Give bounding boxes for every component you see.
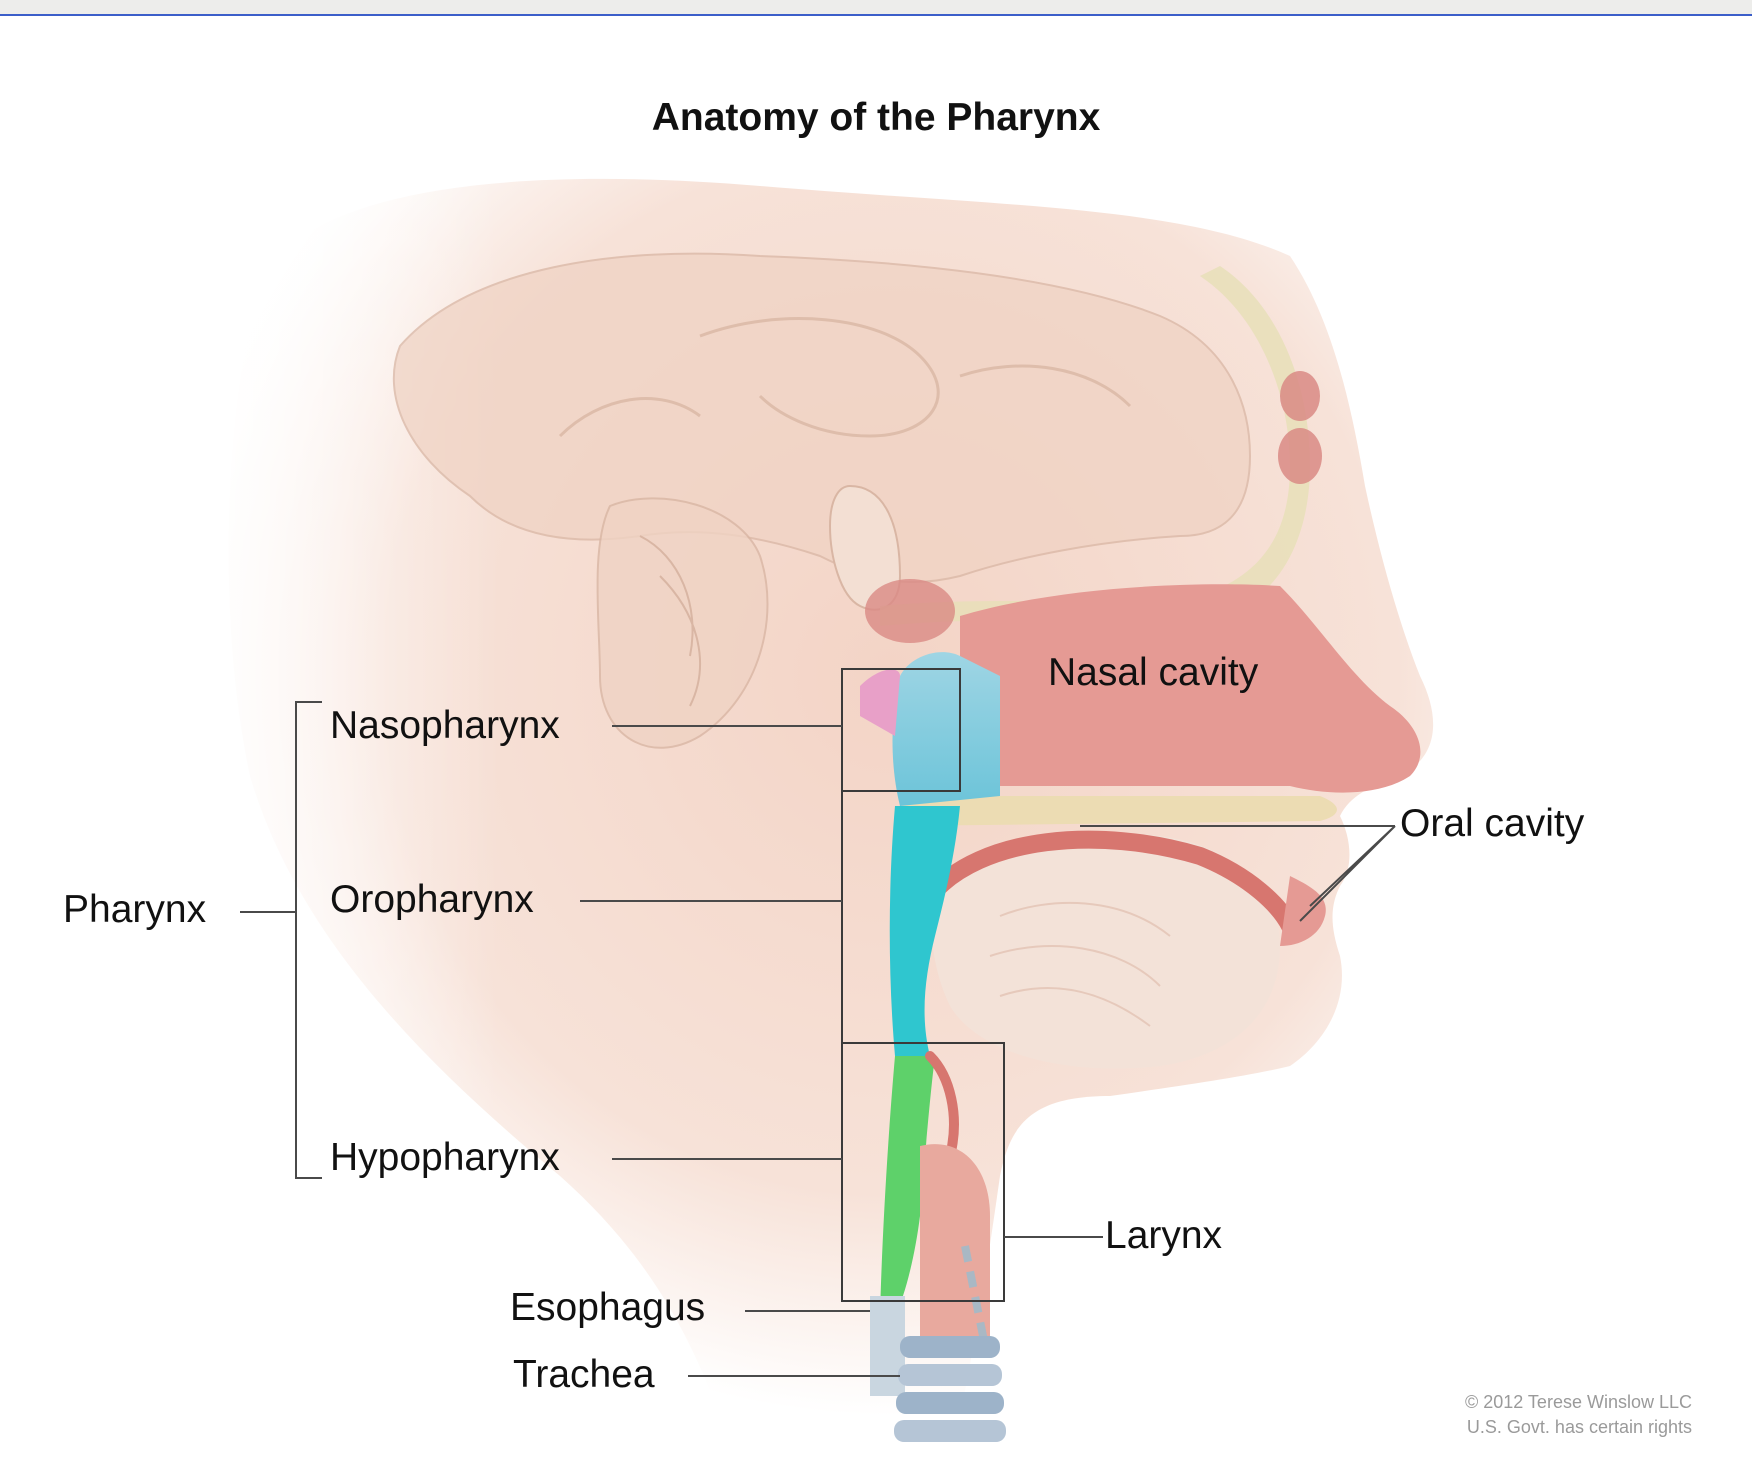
top-bar (0, 0, 1752, 16)
sphenoid-sinus (865, 579, 955, 643)
head-illustration (0, 16, 1752, 1461)
frontal-sinus-lower (1278, 428, 1322, 484)
hard-palate (900, 796, 1337, 826)
label-oropharynx: Oropharynx (330, 878, 534, 922)
diagram-title: Anatomy of the Pharynx (0, 96, 1752, 140)
label-nasal-cavity: Nasal cavity (1048, 651, 1258, 695)
label-oral-cavity: Oral cavity (1400, 802, 1584, 846)
frontal-sinus-upper (1280, 371, 1320, 421)
credit-line-1: © 2012 Terese Winslow LLC (1465, 1390, 1692, 1415)
label-pharynx: Pharynx (63, 888, 206, 932)
label-esophagus: Esophagus (510, 1286, 705, 1330)
label-nasopharynx: Nasopharynx (330, 704, 560, 748)
label-trachea: Trachea (513, 1353, 655, 1397)
label-larynx: Larynx (1105, 1214, 1222, 1258)
label-hypopharynx: Hypopharynx (330, 1136, 560, 1180)
copyright-credit: © 2012 Terese Winslow LLC U.S. Govt. has… (1465, 1390, 1692, 1440)
nasopharynx-highlight (893, 652, 1001, 806)
credit-line-2: U.S. Govt. has certain rights (1465, 1415, 1692, 1440)
diagram-stage: Anatomy of the Pharynx Nasopharynx Nasal… (0, 16, 1752, 1461)
